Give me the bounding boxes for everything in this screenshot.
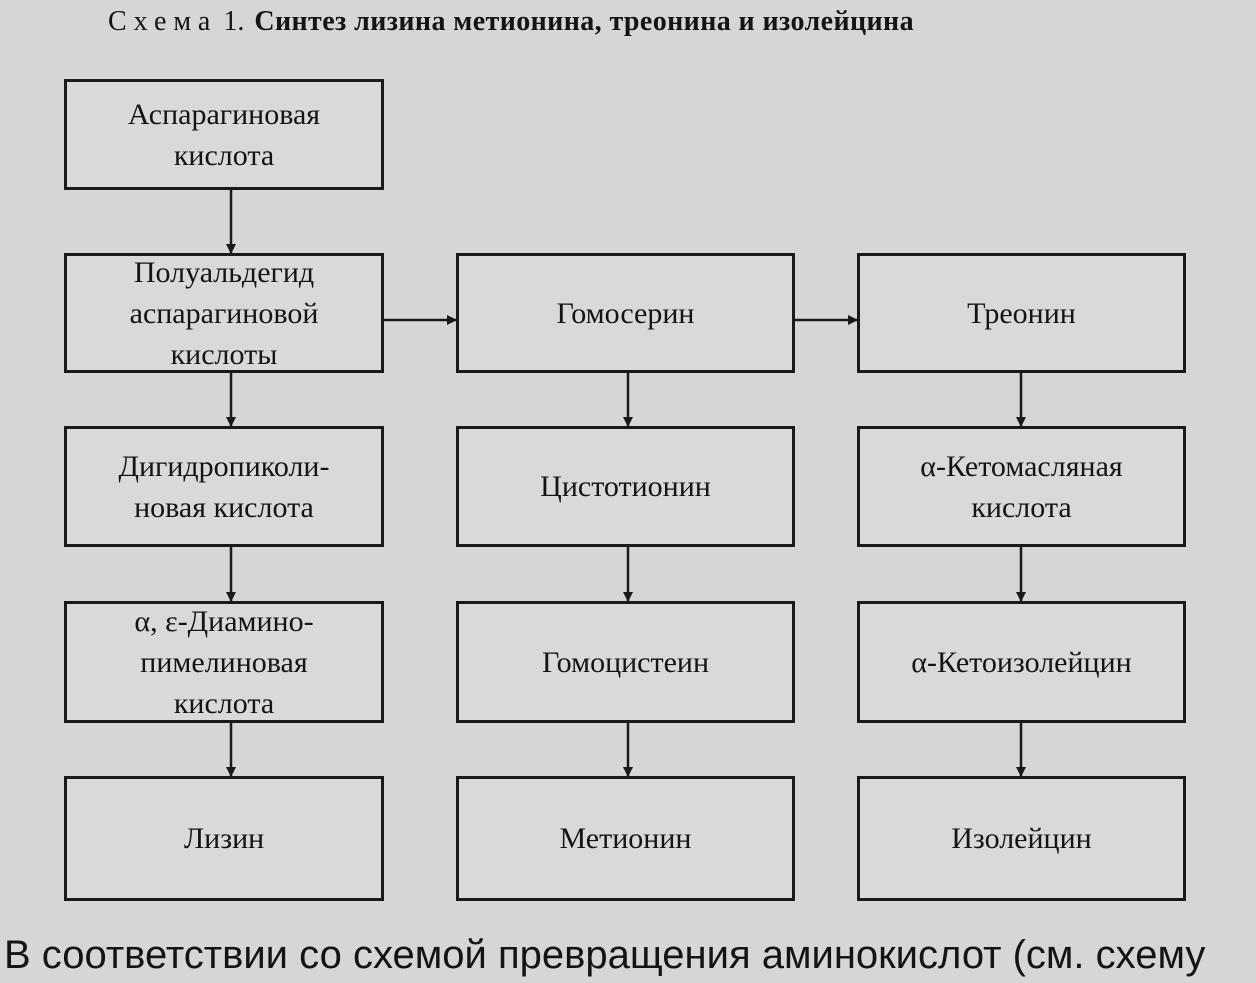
caption-label: Схема — [108, 6, 218, 37]
node-homocysteine: Гомоцистеин — [456, 601, 795, 723]
node-cystathionine-label: Цистотионин — [540, 470, 711, 503]
node-diaminopimelic-acid-label: α, ε-Диамино- пимелиновая кислота — [134, 604, 314, 720]
node-dihydropicolinic-acid: Дигидропиколи- новая кислота — [64, 426, 384, 547]
body-text-line: В соответствии со схемой превращения ами… — [4, 933, 1206, 977]
node-isoleucine: Изолейцин — [857, 776, 1186, 901]
node-isoleucine-label: Изолейцин — [951, 822, 1092, 855]
node-lysine-label: Лизин — [183, 822, 265, 855]
caption-number: 1. — [223, 6, 245, 37]
node-aspartic-acid-label: Аспарагиновая кислота — [127, 97, 321, 172]
node-methionine: Метионин — [456, 776, 795, 901]
caption-title: Синтез лизина метионина, треонина и изол… — [254, 6, 914, 37]
node-ketobutyric-acid-label: α-Кетомасляная кислота — [920, 449, 1123, 524]
node-threonine-label: Треонин — [967, 296, 1076, 330]
node-diaminopimelic-acid: α, ε-Диамино- пимелиновая кислота — [64, 601, 384, 723]
node-homocysteine-label: Гомоцистеин — [541, 645, 710, 679]
node-methionine-label: Метионин — [559, 822, 692, 855]
node-threonine: Треонин — [857, 253, 1186, 373]
node-ketoisoleucine-label: α-Кетоизолейцин — [911, 645, 1132, 679]
node-cystathionine: Цистотионин — [456, 426, 795, 547]
node-aspartate-semialdehyde-label: Полуальдегид аспарагиновой кислоты — [129, 255, 319, 371]
node-ketobutyric-acid: α-Кетомасляная кислота — [857, 426, 1186, 547]
node-aspartate-semialdehyde: Полуальдегид аспарагиновой кислоты — [64, 253, 384, 373]
node-dihydropicolinic-acid-label: Дигидропиколи- новая кислота — [118, 449, 330, 524]
node-homoserine-label: Гомосерин — [556, 296, 695, 330]
node-homoserine: Гомосерин — [456, 253, 795, 373]
node-ketoisoleucine: α-Кетоизолейцин — [857, 601, 1186, 723]
node-aspartic-acid: Аспарагиновая кислота — [64, 79, 384, 190]
node-lysine: Лизин — [64, 776, 384, 901]
